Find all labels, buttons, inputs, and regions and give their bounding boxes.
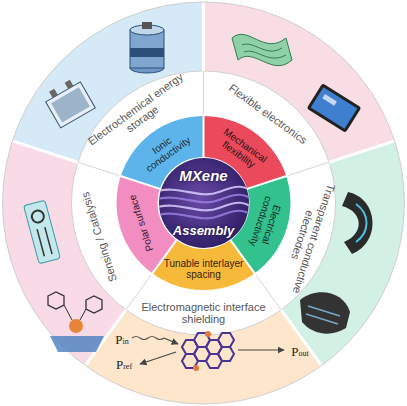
middle-divider <box>78 162 120 176</box>
pouch-body <box>46 82 96 128</box>
catalyst-atom <box>69 319 83 333</box>
glove-shape <box>300 292 350 333</box>
glove-electrode <box>300 292 350 333</box>
inner-divider <box>120 176 161 189</box>
wearable-electrode <box>342 192 373 254</box>
tablet-screen <box>311 87 358 129</box>
benzene-ring <box>48 292 64 309</box>
incident-wave <box>132 337 164 340</box>
mxene-layer <box>159 211 249 219</box>
inner-ring-edge <box>116 115 292 291</box>
cylinder-battery <box>130 22 164 73</box>
incident-arrow <box>164 338 178 344</box>
property-segment: Tunable interlayer spacing <box>163 258 245 280</box>
hexagon <box>206 354 222 368</box>
bond <box>80 309 86 320</box>
mxene-layer <box>159 203 249 211</box>
inner-divider <box>203 115 205 158</box>
sensor-lead <box>45 227 52 254</box>
application-label: Electromagnetic interface shielding <box>140 301 268 326</box>
middle-ring <box>72 71 336 335</box>
film-trace <box>244 51 286 58</box>
molecules <box>48 292 104 352</box>
benzene-ring <box>86 296 102 313</box>
atom <box>193 365 199 371</box>
power-label: Pref <box>116 357 132 373</box>
flexible-tablet <box>307 83 362 133</box>
film-trace <box>242 44 282 51</box>
flexible-film <box>232 34 292 65</box>
power-label: Pin <box>115 332 128 348</box>
battery-band <box>130 48 164 57</box>
center-circle: MXeneAssembly <box>159 158 249 248</box>
center-title: MXene <box>179 167 227 184</box>
pouch-core <box>51 87 90 122</box>
electrode-line <box>306 306 340 324</box>
hexagon <box>218 333 234 347</box>
outer-edge <box>3 2 405 404</box>
inner-divider <box>152 239 177 274</box>
reflected-arrow <box>140 352 176 364</box>
tablet-icon <box>322 94 337 106</box>
transmitted-arrow <box>238 349 284 350</box>
power-label: Pout <box>291 344 308 360</box>
mxene-layer <box>159 195 249 203</box>
pouch-battery <box>42 76 95 128</box>
center-subtitle: Assembly <box>173 223 234 238</box>
pouch-tab <box>49 89 58 98</box>
battery-terminal <box>142 22 152 29</box>
sensor-strip <box>24 200 61 264</box>
mxene-layer <box>159 187 249 195</box>
sensor-lead <box>37 229 44 256</box>
bond <box>64 305 72 320</box>
battery-body <box>130 30 164 68</box>
sensor-electrode <box>31 209 46 224</box>
emi-lattice <box>182 331 234 371</box>
film-sheet <box>232 34 292 65</box>
middle-divider <box>287 162 329 176</box>
outer-divider <box>329 141 395 162</box>
strip-body <box>24 200 61 264</box>
electrode-glow <box>356 204 367 242</box>
catalyst-surface <box>50 336 104 352</box>
atom <box>205 331 211 337</box>
property-label: Tunable interlayer spacing <box>163 258 245 280</box>
inner-divider <box>246 176 287 189</box>
outer-divider <box>202 2 205 71</box>
middle-divider <box>203 71 204 115</box>
application-segment: Electromagnetic interface shielding <box>140 301 268 326</box>
wrist-band <box>342 192 373 254</box>
pouch-tab <box>65 80 74 89</box>
tablet-frame <box>307 83 362 133</box>
outer-divider <box>12 141 78 162</box>
